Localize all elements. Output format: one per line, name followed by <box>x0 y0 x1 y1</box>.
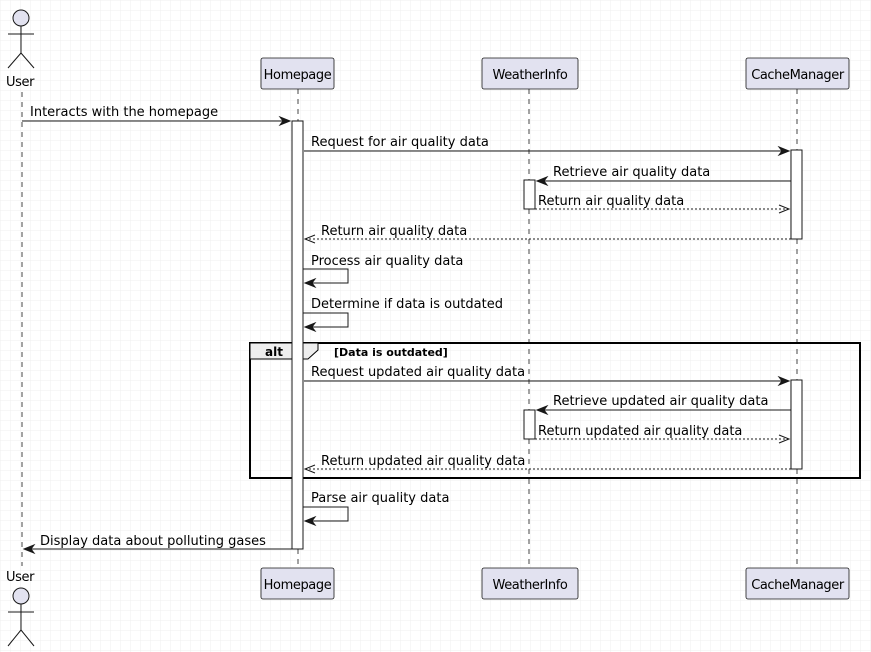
actor-leg-left <box>7 629 22 647</box>
alt-fragment-tab <box>249 342 319 360</box>
arrowhead <box>303 515 317 527</box>
self-message-arrow <box>303 312 349 328</box>
self-message-arrow <box>303 506 349 522</box>
arrowhead <box>303 321 317 333</box>
participant-box-cachemanager <box>745 57 850 90</box>
participant-box-weatherinfo <box>481 567 579 600</box>
activation-cachemanager-2 <box>790 379 803 470</box>
actor-user-bottom <box>7 587 35 647</box>
alt-operator: alt <box>265 345 283 359</box>
actor-user-top <box>7 9 35 69</box>
activation-weatherinfo-2 <box>523 409 536 440</box>
arrowhead <box>777 375 791 387</box>
participants-top: Homepage WeatherInfo CacheManager <box>260 57 850 90</box>
actor-leg-right <box>20 629 35 647</box>
message-label: Parse air quality data <box>311 491 449 506</box>
participant-label-homepage: Homepage <box>264 68 332 83</box>
message-label: Process air quality data <box>311 254 463 269</box>
actor-label-user: User <box>6 75 35 90</box>
actor-leg-right <box>20 52 35 69</box>
message-label: Request updated air quality data <box>311 365 525 380</box>
arrowhead <box>535 404 549 416</box>
participant-box-homepage <box>260 567 335 600</box>
participants-bottom: Homepage WeatherInfo CacheManager <box>260 567 850 600</box>
arrowhead <box>535 175 549 187</box>
participant-box-homepage <box>260 57 335 90</box>
participant-label-cachemanager: CacheManager <box>751 578 845 593</box>
message-label: Determine if data is outdated <box>311 297 503 312</box>
activation-cachemanager-1 <box>790 149 803 240</box>
arrowhead <box>777 145 791 157</box>
message-label: Retrieve air quality data <box>553 165 710 180</box>
actor-leg-left <box>7 52 22 69</box>
participant-label-weatherinfo: WeatherInfo <box>493 68 568 83</box>
participant-box-weatherinfo <box>481 57 579 90</box>
arrowhead <box>303 234 316 244</box>
message-label: Request for air quality data <box>311 135 489 150</box>
messages <box>22 115 791 555</box>
actor-head <box>12 9 30 27</box>
message-label: Interacts with the homepage <box>30 105 218 120</box>
alt-fragment-frame <box>249 342 861 479</box>
arrowhead <box>778 434 791 444</box>
arrowhead <box>22 543 36 555</box>
activation-homepage <box>291 120 304 550</box>
message-label: Return updated air quality data <box>538 424 742 439</box>
arrowhead <box>778 204 791 214</box>
message-label: Retrieve updated air quality data <box>553 394 768 409</box>
message-labels: Interacts with the homepage Request for … <box>30 105 768 549</box>
arrowhead <box>303 464 316 474</box>
participant-label-homepage: Homepage <box>264 578 332 593</box>
activation-weatherinfo-1 <box>523 179 536 210</box>
actor-head <box>12 587 30 605</box>
self-message-arrow <box>303 268 349 284</box>
actor-label-user: User <box>6 570 35 585</box>
message-label: Return air quality data <box>538 194 684 209</box>
arrowhead <box>303 277 317 289</box>
message-label: Display data about polluting gases <box>40 534 266 549</box>
participant-label-weatherinfo: WeatherInfo <box>493 578 568 593</box>
participant-label-cachemanager: CacheManager <box>751 68 845 83</box>
participant-box-cachemanager <box>745 567 850 600</box>
message-label: Return air quality data <box>321 224 467 239</box>
activations <box>291 120 803 550</box>
arrowhead <box>278 115 292 127</box>
message-label: Return updated air quality data <box>321 454 525 469</box>
alt-guard: [Data is outdated] <box>334 346 448 359</box>
